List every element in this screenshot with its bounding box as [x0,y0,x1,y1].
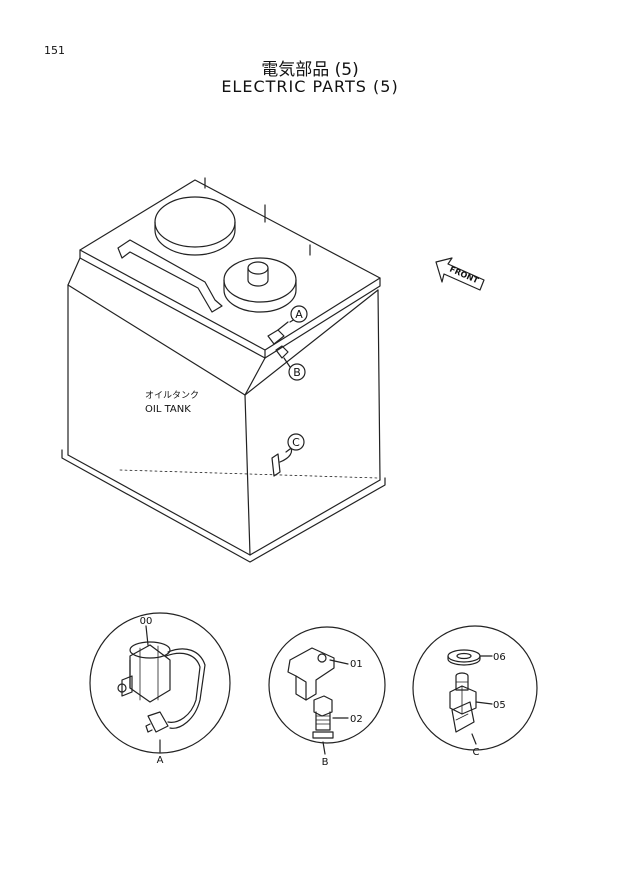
detail-b-letter: B [322,757,329,768]
detail-b-part-top: 01 [350,659,363,670]
detail-b-part-bottom: 02 [350,714,363,725]
tank-label-en: OIL TANK [145,404,191,415]
page-title-jp: 電気部品 (5) [261,60,359,80]
detail-a-letter: A [157,755,164,766]
page-number: 151 [44,44,65,57]
detail-c-part-bottom: 05 [493,700,506,711]
callout-a [290,305,308,323]
detail-c-part-top: 06 [493,652,506,663]
detail-c-circle [412,625,538,751]
detail-a-part-label: 00 [140,616,153,627]
callout-c-label: C [292,436,300,449]
front-arrow-icon [435,257,485,291]
callout-b-label: B [293,366,301,379]
detail-a-circle [89,612,231,754]
callout-a-label: A [295,308,303,321]
page-title-en: ELECTRIC PARTS (5) [221,77,399,96]
detail-b-circle [268,626,386,755]
detail-c-letter: C [473,747,480,758]
tank-label-jp: オイルタンク [145,390,199,401]
oil-tank [61,177,386,563]
callout-b [288,363,306,381]
callout-c [287,433,305,451]
